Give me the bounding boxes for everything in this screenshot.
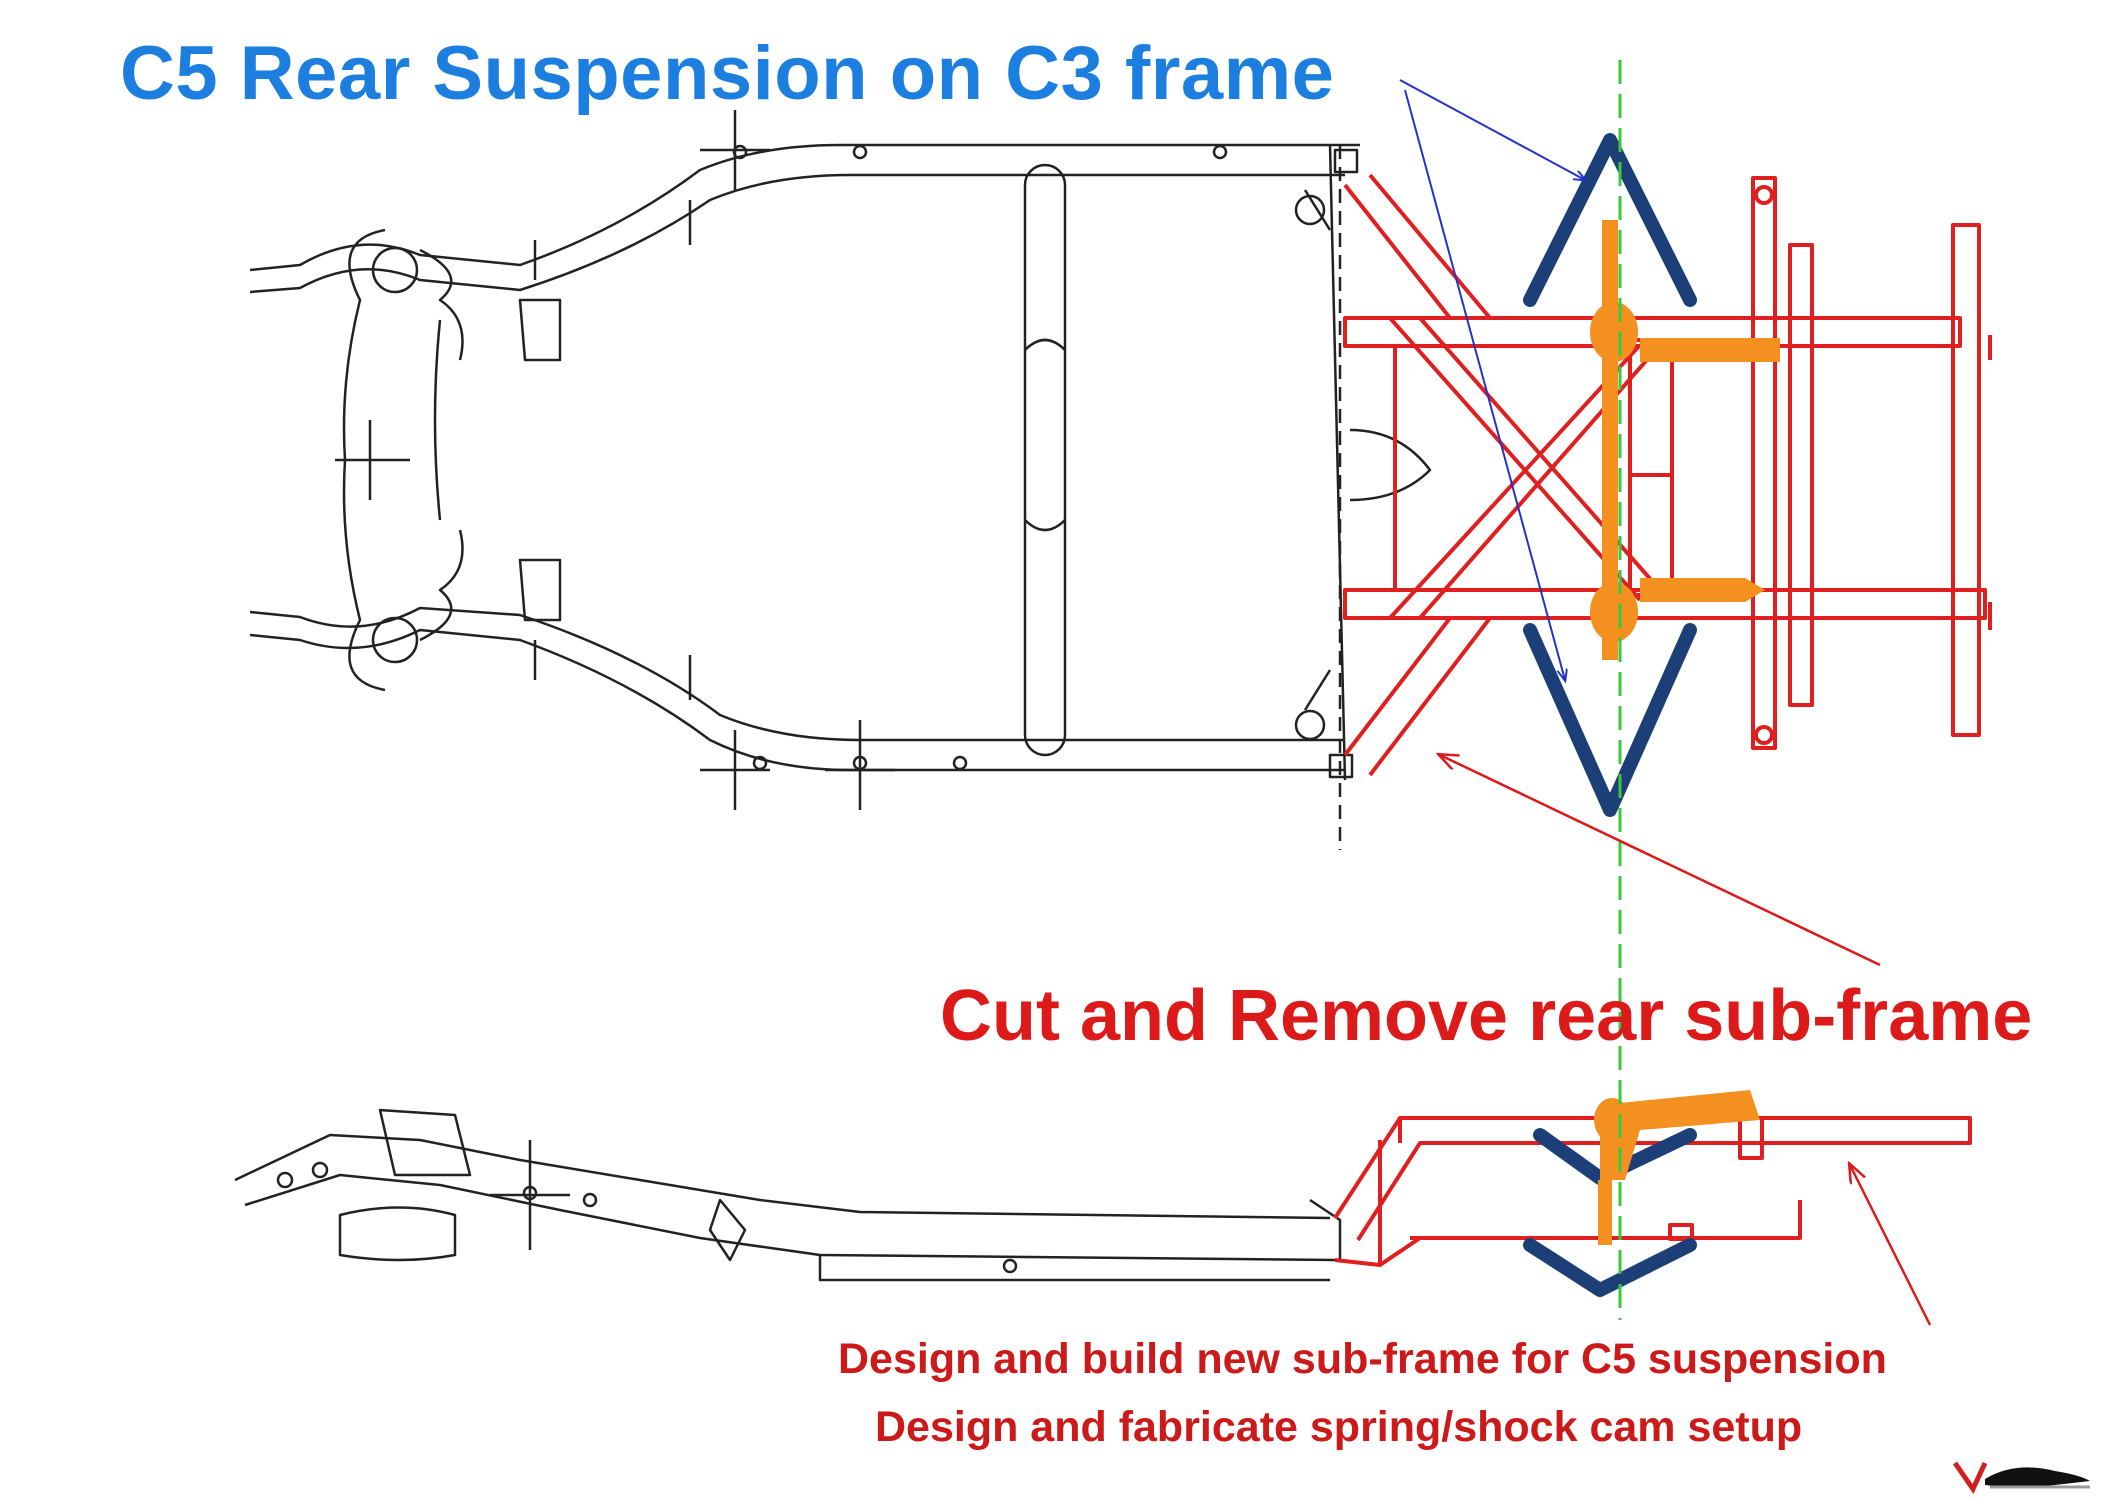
springs-shocks [1590,220,1780,1245]
title-arrow-lower [1404,89,1565,680]
diagram-title: C5 Rear Suspension on C3 frame [120,31,1335,116]
cut-arrow [1440,755,1881,967]
new-subframe-side-view [1333,1116,1972,1267]
pointer-arrows [1399,79,1932,1326]
site-logo-icon [1952,1461,2090,1495]
c3-frame-side-view [234,1108,1342,1282]
c3-frame-top-view [249,110,1432,850]
design-spring-annotation: Design and fabricate spring/shock cam se… [875,1403,1803,1451]
design-arrow [1850,1165,1932,1326]
cut-annotation: Cut and Remove rear sub-frame [940,976,2033,1056]
design-subframe-annotation: Design and build new sub-frame for C5 su… [838,1335,1887,1383]
title-arrow-upper [1399,79,1585,180]
